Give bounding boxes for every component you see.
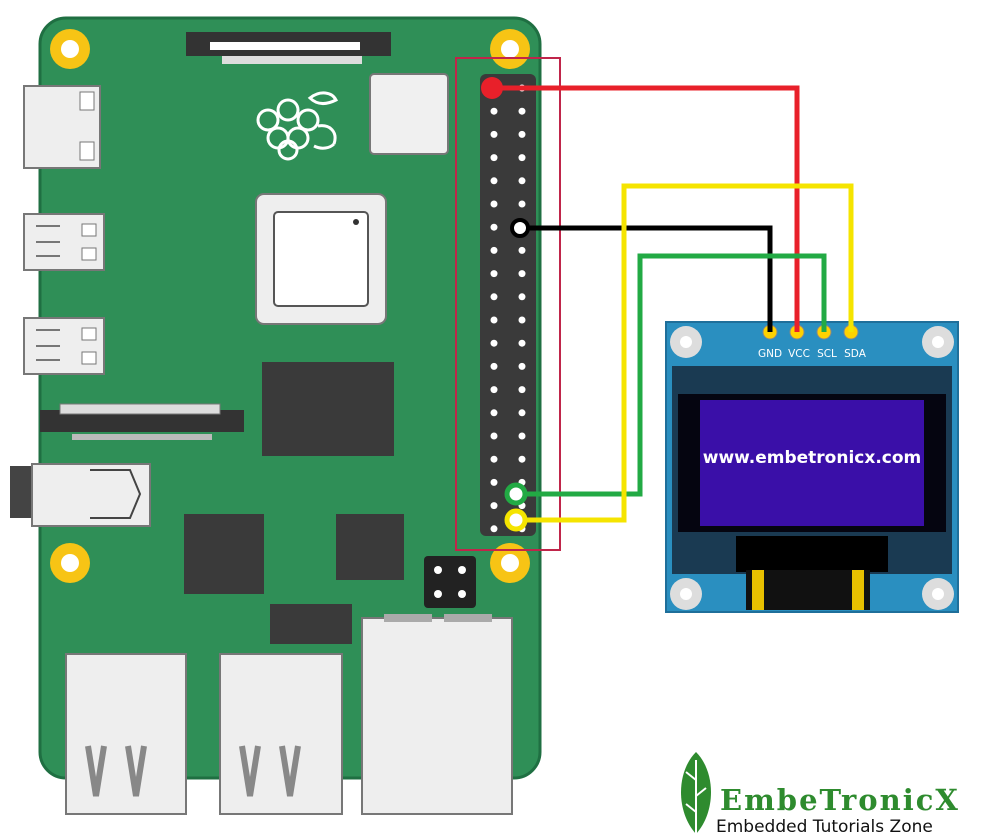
camera-connector bbox=[40, 403, 244, 440]
usb-c-port bbox=[23, 85, 101, 169]
micro-hdmi-port-1 bbox=[23, 213, 105, 271]
raspberry-logo-icon bbox=[256, 91, 339, 161]
display-connector bbox=[186, 32, 391, 64]
gpio-highlight-box bbox=[455, 57, 561, 551]
gpio-pin bbox=[490, 502, 498, 510]
wires bbox=[492, 85, 854, 523]
gpio-pin bbox=[490, 293, 498, 301]
usb-port-2 bbox=[219, 653, 343, 815]
scl-pin-marker bbox=[504, 482, 528, 506]
gpio-pin bbox=[490, 130, 498, 138]
pmic-chip bbox=[270, 604, 352, 644]
oled-module: www.embetronicx.com GND VCC SCL SDA bbox=[665, 321, 959, 613]
oled-pin-label-sda: SDA bbox=[844, 348, 867, 360]
ethernet-chip bbox=[336, 514, 404, 580]
gpio-pin bbox=[518, 362, 526, 370]
gpio-pin bbox=[518, 386, 526, 394]
gpio-pin bbox=[490, 316, 498, 324]
gpio-pin bbox=[518, 432, 526, 440]
oled-screen bbox=[700, 400, 924, 526]
gnd-pin-marker bbox=[510, 218, 530, 238]
gpio-pin bbox=[490, 246, 498, 254]
poe-header bbox=[424, 556, 476, 608]
gpio-pin bbox=[518, 246, 526, 254]
gpio-pin bbox=[490, 200, 498, 208]
gpio-pin bbox=[518, 200, 526, 208]
brand-name: EmbeTronicX bbox=[720, 783, 960, 817]
gpio-header bbox=[480, 74, 536, 536]
gpio-pin bbox=[518, 177, 526, 185]
gpio-pin bbox=[490, 455, 498, 463]
gnd-wire bbox=[520, 225, 773, 332]
gpio-pin bbox=[490, 386, 498, 394]
gpio-pin bbox=[518, 270, 526, 278]
gpio-pin bbox=[518, 293, 526, 301]
sda-pin-marker bbox=[504, 508, 528, 532]
ram-chip bbox=[262, 362, 394, 456]
gpio-pin bbox=[490, 107, 498, 115]
gpio-pin bbox=[490, 154, 498, 162]
gpio-pin bbox=[490, 409, 498, 417]
gpio-pin bbox=[490, 223, 498, 231]
oled-pin-label-gnd: GND bbox=[758, 348, 782, 360]
leaf-circuit-icon bbox=[681, 752, 711, 834]
gpio-pin bbox=[490, 432, 498, 440]
usb-port-1 bbox=[65, 653, 187, 815]
oled-ribbon bbox=[746, 570, 870, 610]
vcc-wire bbox=[492, 85, 800, 332]
raspberry-pi-board bbox=[10, 16, 561, 815]
oled-pin-label-vcc: VCC bbox=[788, 348, 810, 360]
gpio-pin bbox=[518, 339, 526, 347]
mount-holes bbox=[50, 29, 530, 583]
wire-endpoints bbox=[481, 77, 530, 532]
gpio-pin bbox=[490, 270, 498, 278]
embetronicx-logo: EmbeTronicX Embedded Tutorials Zone bbox=[681, 752, 960, 837]
gpio-pin bbox=[518, 154, 526, 162]
wifi-module bbox=[369, 73, 449, 155]
gpio-pin bbox=[518, 130, 526, 138]
micro-hdmi-port-2 bbox=[23, 317, 105, 375]
gpio-pin bbox=[518, 409, 526, 417]
soc-chip bbox=[255, 193, 387, 325]
gpio-pin bbox=[490, 339, 498, 347]
gpio-pin bbox=[518, 316, 526, 324]
oled-pin-label-scl: SCL bbox=[817, 348, 837, 360]
gpio-pin bbox=[490, 177, 498, 185]
scl-wire bbox=[516, 253, 827, 497]
ethernet-port bbox=[361, 614, 513, 815]
gpio-pin bbox=[518, 107, 526, 115]
brand-tagline: Embedded Tutorials Zone bbox=[716, 817, 933, 837]
usb-controller-chip bbox=[184, 514, 264, 594]
oled-screen-text: www.embetronicx.com bbox=[703, 448, 922, 468]
gpio-pin bbox=[518, 455, 526, 463]
gpio-pin bbox=[490, 362, 498, 370]
gpio-pin bbox=[490, 525, 498, 533]
vcc-pin-marker bbox=[481, 77, 503, 99]
gpio-pin bbox=[490, 478, 498, 486]
sda-wire bbox=[516, 183, 854, 523]
audio-jack bbox=[10, 463, 151, 527]
